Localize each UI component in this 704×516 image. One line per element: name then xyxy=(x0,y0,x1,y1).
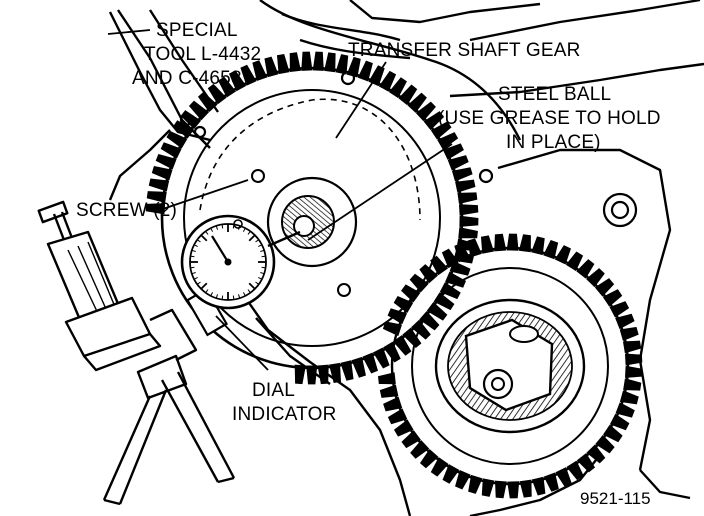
case-bolts xyxy=(179,70,638,228)
label-steel-ball: STEEL BALL (USE GREASE TO HOLD IN PLACE) xyxy=(438,84,661,153)
label-transfer-shaft-gear: TRANSFER SHAFT GEAR xyxy=(348,40,581,61)
svg-text:(USE GREASE TO HOLD: (USE GREASE TO HOLD xyxy=(438,108,661,129)
output-gear xyxy=(377,233,643,499)
svg-text:AND C-4658: AND C-4658 xyxy=(132,68,242,89)
label-dial-indicator: DIAL INDICATOR xyxy=(232,380,337,425)
svg-text:SPECIAL: SPECIAL xyxy=(156,20,238,41)
svg-text:TOOL L-4432: TOOL L-4432 xyxy=(144,44,261,65)
special-tool-fixture xyxy=(37,200,236,506)
svg-text:DIAL: DIAL xyxy=(252,380,295,401)
dial-needle xyxy=(211,235,229,263)
svg-text:STEEL BALL: STEEL BALL xyxy=(498,84,611,105)
transfer-shaft-gear xyxy=(145,51,479,385)
label-screw: SCREW (2) xyxy=(76,200,177,221)
figure-number: 9521-115 xyxy=(580,489,651,508)
dial-plunger xyxy=(267,230,301,248)
label-special-tool: SPECIAL TOOL L-4432 AND C-4658 xyxy=(132,20,261,89)
dial-indicator xyxy=(180,214,301,337)
svg-text:INDICATOR: INDICATOR xyxy=(232,404,337,425)
transmission-case xyxy=(108,0,704,516)
dial-ticks xyxy=(190,224,266,300)
svg-text:IN PLACE): IN PLACE) xyxy=(506,132,601,153)
output-gear-teeth xyxy=(377,233,643,499)
leader-lines xyxy=(107,29,453,371)
